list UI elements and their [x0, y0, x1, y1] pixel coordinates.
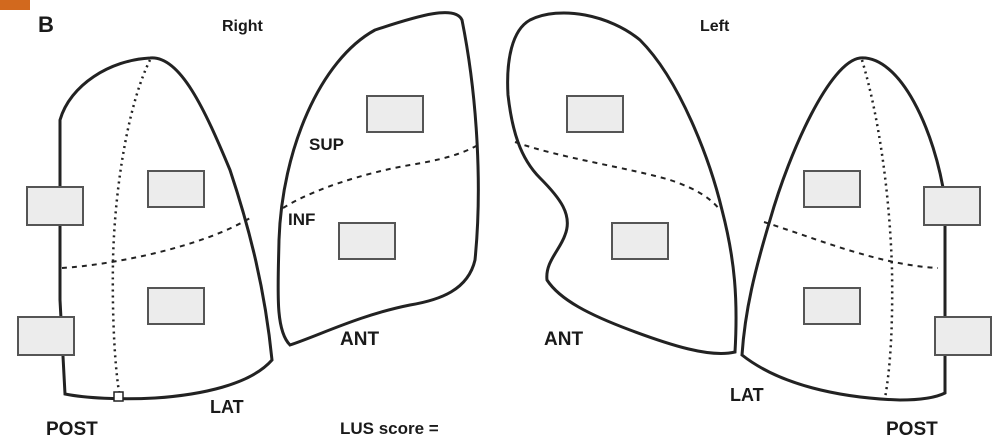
right-lateral-vertical-dotted-line: [113, 60, 150, 398]
left-lateral-fissure-line: [764, 222, 938, 268]
anterior-left-label: ANT: [544, 330, 583, 349]
anterior-right-label: ANT: [340, 330, 379, 349]
right-side-title: Right: [222, 19, 263, 35]
right-lateral-inner-upper-box: [147, 170, 205, 208]
right-anterior-inferior-box: [338, 222, 396, 260]
right-anterior-fissure-line: [283, 145, 478, 208]
right-lateral-lung-outline: [60, 58, 272, 399]
left-side-title: Left: [700, 19, 729, 35]
left-anterior-inferior-box: [611, 222, 669, 260]
right-anterior-lung-outline: [278, 13, 478, 345]
left-anterior-fissure-line: [515, 142, 720, 210]
left-anterior-lung-outline: [508, 13, 736, 354]
right-lateral-corner-marker: [114, 392, 123, 401]
left-anterior-superior-box: [566, 95, 624, 133]
left-lateral-lung-outline: [742, 58, 945, 400]
left-lateral-outer-lower-box: [934, 316, 992, 356]
lateral-left-label: LAT: [730, 386, 764, 404]
posterior-left-label: POST: [886, 420, 938, 439]
right-lateral-outer-lower-box: [17, 316, 75, 356]
right-lateral-outer-upper-box: [26, 186, 84, 226]
inferior-label: INF: [288, 211, 315, 228]
right-lateral-fissure-line: [62, 218, 250, 268]
left-lateral-inner-lower-box: [803, 287, 861, 325]
right-lateral-inner-lower-box: [147, 287, 205, 325]
left-lateral-outer-upper-box: [923, 186, 981, 226]
left-lateral-vertical-dotted-line: [862, 60, 892, 398]
right-anterior-superior-box: [366, 95, 424, 133]
superior-label: SUP: [309, 136, 344, 153]
lateral-right-label: LAT: [210, 398, 244, 416]
panel-letter: B: [38, 14, 54, 36]
left-lateral-inner-upper-box: [803, 170, 861, 208]
lus-score-label: LUS score =: [340, 420, 439, 437]
posterior-right-label: POST: [46, 420, 98, 439]
